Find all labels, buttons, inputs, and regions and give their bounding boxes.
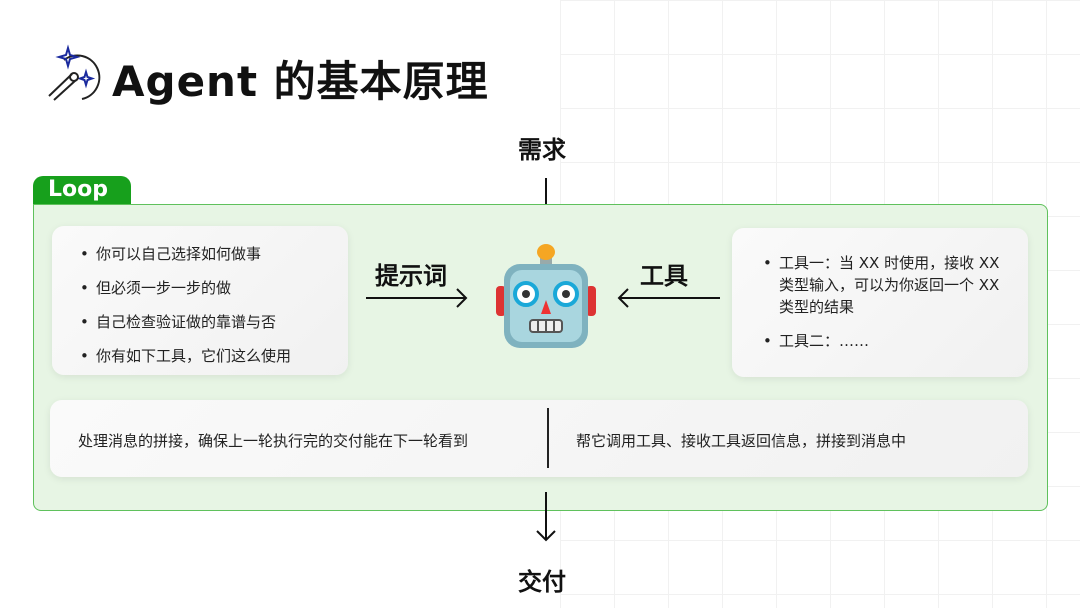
list-item: 工具一：当 XX 时使用，接收 XX 类型输入，可以为你返回一个 XX 类型的结… bbox=[759, 252, 1008, 318]
tools-label: 工具 bbox=[640, 262, 688, 290]
page-title: Agent 的基本原理 bbox=[112, 57, 489, 106]
prompt-label: 提示词 bbox=[375, 262, 447, 290]
arrow-down-icon bbox=[536, 492, 556, 542]
arrow-right-icon bbox=[366, 288, 468, 308]
list-item: 工具二：…… bbox=[759, 330, 1008, 352]
runtime-card: 处理消息的拼接，确保上一轮执行完的交付能在下一轮看到 帮它调用工具、接收工具返回… bbox=[50, 400, 1028, 477]
loop-tab: Loop bbox=[33, 176, 131, 206]
output-label: 交付 bbox=[518, 568, 566, 596]
input-label: 需求 bbox=[518, 136, 566, 164]
robot-icon bbox=[496, 244, 596, 348]
list-item: 你有如下工具，它们这么使用 bbox=[76, 339, 348, 373]
divider bbox=[547, 408, 549, 468]
list-item: 你可以自己选择如何做事 bbox=[76, 237, 348, 271]
prompt-card: 你可以自己选择如何做事 但必须一步一步的做 自己检查验证做的靠谱与否 你有如下工… bbox=[52, 226, 348, 375]
tools-card: 工具一：当 XX 时使用，接收 XX 类型输入，可以为你返回一个 XX 类型的结… bbox=[732, 228, 1028, 377]
list-item: 但必须一步一步的做 bbox=[76, 271, 348, 305]
message-handling-text: 处理消息的拼接，确保上一轮执行完的交付能在下一轮看到 bbox=[78, 432, 469, 450]
list-item: 自己检查验证做的靠谱与否 bbox=[76, 305, 348, 339]
tool-handling-text: 帮它调用工具、接收工具返回信息，拼接到消息中 bbox=[576, 432, 907, 450]
arrow-left-icon bbox=[617, 288, 720, 308]
magic-wand-icon bbox=[48, 44, 101, 101]
